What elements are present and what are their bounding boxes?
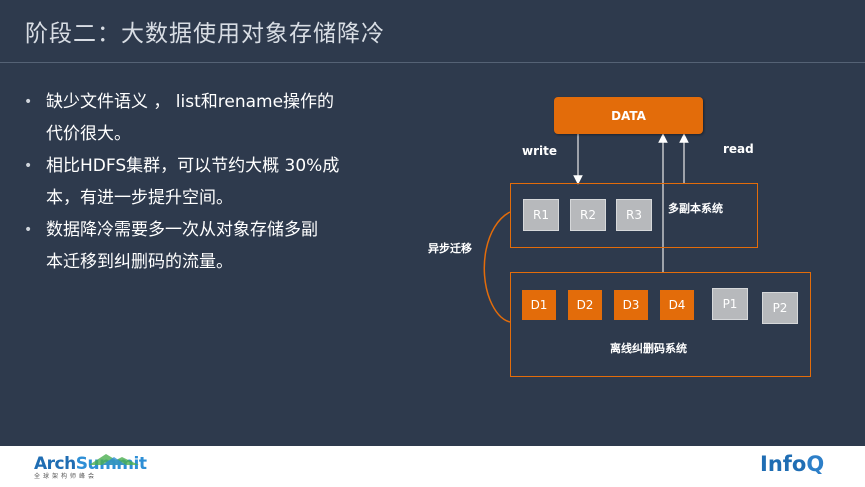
bullet-line: 缺少文件语义 ， list和rename操作的 <box>46 92 335 112</box>
async-migration-curve <box>483 211 511 323</box>
parity-block-node: P2 <box>762 292 798 324</box>
bullet-line: 本，有进一步提升空间。 <box>46 188 233 208</box>
ec-system-label: 离线纠删码系统 <box>610 342 687 355</box>
bullet-line: 本迁移到纠删码的流量。 <box>46 252 233 272</box>
read-label: read <box>723 142 754 156</box>
infoq-logo: InfoQ <box>760 452 824 476</box>
replica-node: R1 <box>523 199 559 231</box>
async-migration-label: 异步迁移 <box>428 242 472 255</box>
infoq-q: Q <box>806 452 825 476</box>
storage-diagram: DATA write read R1 R2 R3 多副本系统 异步迁移 D1 D… <box>428 97 811 377</box>
slide-title: 阶段二：大数据使用对象存储降冷 <box>25 21 385 47</box>
bullet-line: 相比HDFS集群，可以节约大概 30%成 <box>46 156 340 176</box>
footer: ArchSummit 全球架构师峰会 InfoQ <box>0 446 865 487</box>
data-block-node: D4 <box>660 290 694 320</box>
data-block-node: D2 <box>568 290 602 320</box>
diagram-connectors <box>483 133 689 323</box>
data-block-node: D3 <box>614 290 648 320</box>
archsummit-tagline: 全球架构师峰会 <box>34 473 98 480</box>
data-box: DATA <box>554 97 703 134</box>
replica-system-frame <box>510 183 758 248</box>
bullet-dot-icon: • <box>24 158 33 174</box>
bullet-item: • 相比HDFS集群，可以节约大概 30%成 本，有进一步提升空间。 <box>24 150 364 214</box>
bullet-dot-icon: • <box>24 94 33 110</box>
replica-system-label: 多副本系统 <box>668 202 723 215</box>
parity-block-node: P1 <box>712 288 748 320</box>
mountain-icon <box>89 454 139 465</box>
bullet-line: 数据降冷需要多一次从对象存储多副 <box>46 220 318 240</box>
data-block-node: D1 <box>522 290 556 320</box>
bullet-dot-icon: • <box>24 222 33 238</box>
slide: 阶段二：大数据使用对象存储降冷 • 缺少文件语义 ， list和rename操作… <box>0 21 865 377</box>
write-label: write <box>522 144 557 158</box>
replica-node: R2 <box>570 199 606 231</box>
archsummit-logo: ArchSummit 全球架构师峰会 <box>34 454 147 480</box>
bullet-line: 代价很大。 <box>46 124 131 144</box>
replica-node: R3 <box>616 199 652 231</box>
infoq-info: Info <box>760 452 807 476</box>
archsummit-arch: Arch <box>34 454 76 474</box>
bullet-item: • 缺少文件语义 ， list和rename操作的 代价很大。 <box>24 86 364 150</box>
bullet-list: • 缺少文件语义 ， list和rename操作的 代价很大。 • 相比HDFS… <box>24 86 364 278</box>
ec-system-frame <box>510 272 811 377</box>
title-divider <box>0 62 865 63</box>
bullet-item: • 数据降冷需要多一次从对象存储多副 本迁移到纠删码的流量。 <box>24 214 364 278</box>
